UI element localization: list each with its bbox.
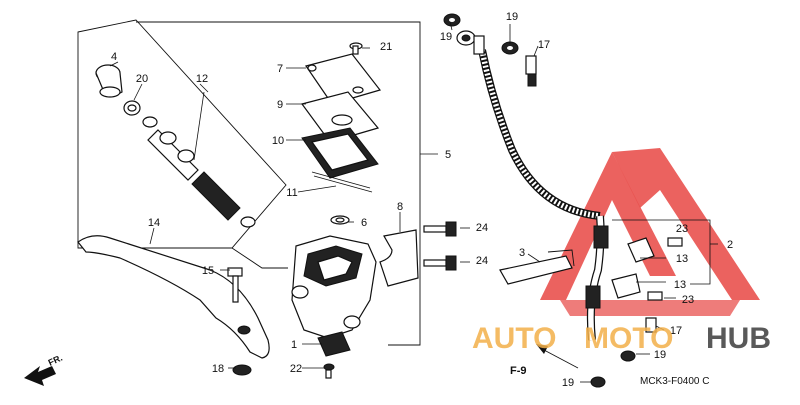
part-13-clamps bbox=[611, 237, 655, 299]
assembly-box-master bbox=[231, 247, 288, 269]
part-8-holder bbox=[379, 229, 419, 287]
part-23-bolts bbox=[647, 237, 683, 301]
front-marker: FR. bbox=[47, 353, 64, 368]
f9-arrowhead bbox=[536, 344, 548, 354]
leader-lines bbox=[109, 21, 718, 383]
upper-banjo-fitting bbox=[456, 30, 485, 55]
part-14-lever bbox=[77, 235, 270, 359]
part-6-clip bbox=[330, 215, 350, 225]
part-17-bolts bbox=[525, 55, 657, 333]
label-part-23a: 23 bbox=[676, 223, 688, 235]
label-part-13a: 13 bbox=[676, 253, 688, 265]
label-part-24b: 24 bbox=[476, 255, 488, 267]
label-part-5: 5 bbox=[445, 149, 451, 161]
part-20-circlip bbox=[123, 100, 141, 116]
ref-code-f9: F-9 bbox=[510, 365, 527, 377]
diagram-code: MCK3-F0400 C bbox=[640, 376, 709, 387]
part-24-bolts bbox=[423, 221, 457, 271]
part-7-cover bbox=[305, 53, 382, 105]
part-4-boot bbox=[95, 64, 123, 98]
label-part-23b: 23 bbox=[682, 294, 694, 306]
label-part-19c: 19 bbox=[654, 349, 666, 361]
label-part-21: 21 bbox=[380, 41, 392, 53]
label-part-7: 7 bbox=[277, 63, 283, 75]
label-part-3: 3 bbox=[519, 247, 525, 259]
watermark-word-auto: AUTO bbox=[472, 322, 556, 355]
watermark-word-moto: MOTO bbox=[584, 322, 673, 355]
assembly-box-left bbox=[77, 19, 287, 249]
label-part-24a: 24 bbox=[476, 222, 488, 234]
part-10-diaphragm bbox=[301, 127, 379, 179]
label-part-19b: 19 bbox=[506, 11, 518, 23]
label-part-17b: 17 bbox=[670, 325, 682, 337]
front-arrow-icon bbox=[24, 366, 56, 386]
watermark-logo bbox=[540, 148, 760, 316]
watermark-triangle-base bbox=[560, 300, 740, 316]
label-part-20: 20 bbox=[136, 73, 148, 85]
label-part-18: 18 bbox=[212, 363, 224, 375]
label-part-13b: 13 bbox=[674, 279, 686, 291]
f9-leader bbox=[543, 349, 579, 369]
label-part-22: 22 bbox=[290, 363, 302, 375]
part-15-pivot-bolt bbox=[227, 267, 243, 303]
label-part-9: 9 bbox=[277, 99, 283, 111]
label-part-1: 1 bbox=[291, 339, 297, 351]
part-21-screw bbox=[349, 42, 363, 55]
watermark-word-hub: HUB bbox=[706, 322, 771, 355]
label-part-14: 14 bbox=[148, 217, 160, 229]
label-part-15: 15 bbox=[202, 265, 214, 277]
label-part-10: 10 bbox=[272, 135, 284, 147]
label-part-4: 4 bbox=[111, 51, 117, 63]
label-part-19d: 19 bbox=[562, 377, 574, 389]
label-part-8: 8 bbox=[397, 201, 403, 213]
part-1-switch bbox=[317, 331, 351, 357]
label-part-6: 6 bbox=[361, 217, 367, 229]
label-part-11: 11 bbox=[286, 187, 297, 199]
part-11-gasket bbox=[311, 171, 373, 193]
watermark-wordmark: AUTO MOTO HUB bbox=[472, 322, 771, 355]
part-3-bracket bbox=[499, 249, 575, 285]
brake-hose bbox=[478, 49, 609, 341]
watermark-triangle-right bbox=[612, 148, 760, 300]
label-part-17a: 17 bbox=[538, 39, 550, 51]
label-part-12: 12 bbox=[196, 73, 208, 85]
part-18-nut bbox=[232, 364, 252, 376]
label-part-19a: 19 bbox=[440, 31, 452, 43]
part-9-plate bbox=[300, 91, 380, 143]
assembly-box-right bbox=[262, 21, 421, 346]
master-cylinder-body bbox=[291, 235, 377, 339]
label-part-2: 2 bbox=[727, 239, 733, 251]
part-22-screw bbox=[323, 363, 335, 379]
part-12-piston-kit bbox=[142, 116, 256, 228]
